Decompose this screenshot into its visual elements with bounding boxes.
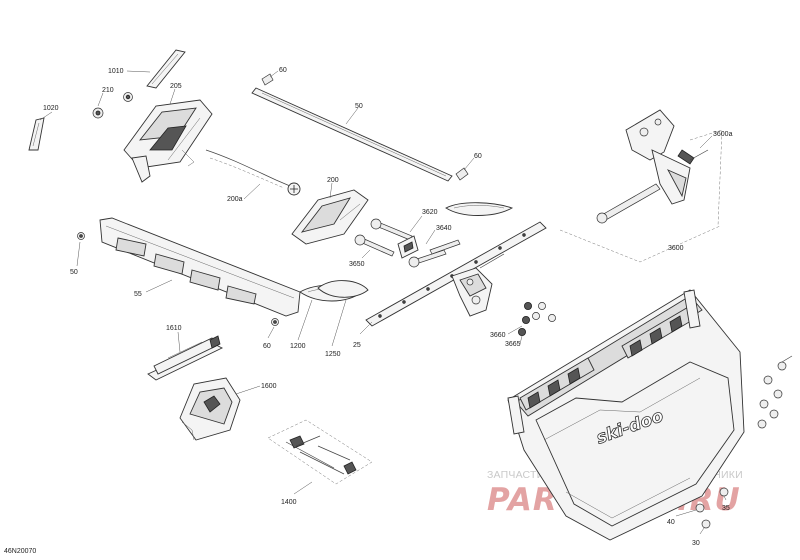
callout-3600: 3600 bbox=[668, 245, 684, 252]
part-50-bolt-left[interactable] bbox=[77, 232, 85, 240]
part-3600-hitch-bracket[interactable] bbox=[559, 109, 723, 263]
callout-3620: 3620 bbox=[422, 209, 438, 216]
part-3660-nuts[interactable] bbox=[518, 301, 556, 336]
part-35-screw[interactable] bbox=[719, 487, 729, 497]
part-200-lens[interactable] bbox=[291, 189, 369, 245]
part-1400-tool-kit[interactable] bbox=[267, 419, 373, 485]
callout-60-top: 60 bbox=[279, 67, 287, 74]
part-200a-harness[interactable] bbox=[205, 149, 301, 196]
callout-200: 200 bbox=[327, 177, 339, 184]
part-30-screw[interactable] bbox=[701, 519, 711, 529]
part-lens-upper[interactable] bbox=[445, 202, 514, 216]
callout-3650: 3650 bbox=[349, 261, 365, 268]
part-205-headlight-housing[interactable] bbox=[123, 99, 213, 183]
part-60-bolt-bottom[interactable] bbox=[271, 318, 279, 326]
part-right-screws[interactable] bbox=[757, 355, 793, 429]
part-front-bumper[interactable] bbox=[507, 289, 745, 541]
callout-40: 40 bbox=[667, 519, 675, 526]
callout-200a: 200a bbox=[227, 196, 243, 203]
callout-3640: 3640 bbox=[436, 225, 452, 232]
part-50-rod-top[interactable] bbox=[251, 87, 453, 182]
part-center-bracket[interactable] bbox=[451, 253, 505, 317]
part-3620-bolt[interactable] bbox=[354, 218, 413, 257]
part-25-crossbar[interactable] bbox=[365, 221, 547, 327]
part-60-bolt-mid[interactable] bbox=[455, 167, 469, 181]
part-210-nut[interactable] bbox=[92, 92, 133, 119]
part-1250-lens[interactable] bbox=[317, 280, 369, 298]
callout-50-top: 50 bbox=[355, 103, 363, 110]
callout-35: 35 bbox=[722, 505, 730, 512]
callout-60-mid: 60 bbox=[474, 153, 482, 160]
part-55-grille-panel[interactable] bbox=[99, 217, 301, 317]
callout-60-bottom: 60 bbox=[263, 343, 271, 350]
part-40-screw[interactable] bbox=[695, 503, 705, 513]
callout-1610: 1610 bbox=[166, 325, 182, 332]
part-1020-decal[interactable] bbox=[28, 117, 45, 151]
callout-25: 25 bbox=[353, 342, 361, 349]
callout-210: 210 bbox=[102, 87, 114, 94]
part-1600-storage-bag[interactable] bbox=[179, 377, 241, 441]
callout-3660: 3660 bbox=[490, 332, 506, 339]
callout-1600: 1600 bbox=[261, 383, 277, 390]
callout-3665: 3665 bbox=[505, 341, 521, 348]
part-1010-decal[interactable] bbox=[146, 49, 186, 89]
callout-1010: 1010 bbox=[108, 68, 124, 75]
callout-1200: 1200 bbox=[290, 343, 306, 350]
callout-50-left: 50 bbox=[70, 269, 78, 276]
callout-1400: 1400 bbox=[281, 499, 297, 506]
part-60-bolt-top[interactable] bbox=[261, 73, 274, 86]
callout-205: 205 bbox=[170, 83, 182, 90]
callout-55: 55 bbox=[134, 291, 142, 298]
callout-30: 30 bbox=[692, 540, 700, 547]
callout-1250: 1250 bbox=[325, 351, 341, 358]
part-1610-clip[interactable] bbox=[147, 335, 224, 381]
callout-1020: 1020 bbox=[43, 105, 59, 112]
callout-3600a: 3600a bbox=[713, 131, 733, 138]
part-3640-plate[interactable] bbox=[397, 235, 461, 268]
diagram-code: 46N20070 bbox=[4, 548, 36, 555]
